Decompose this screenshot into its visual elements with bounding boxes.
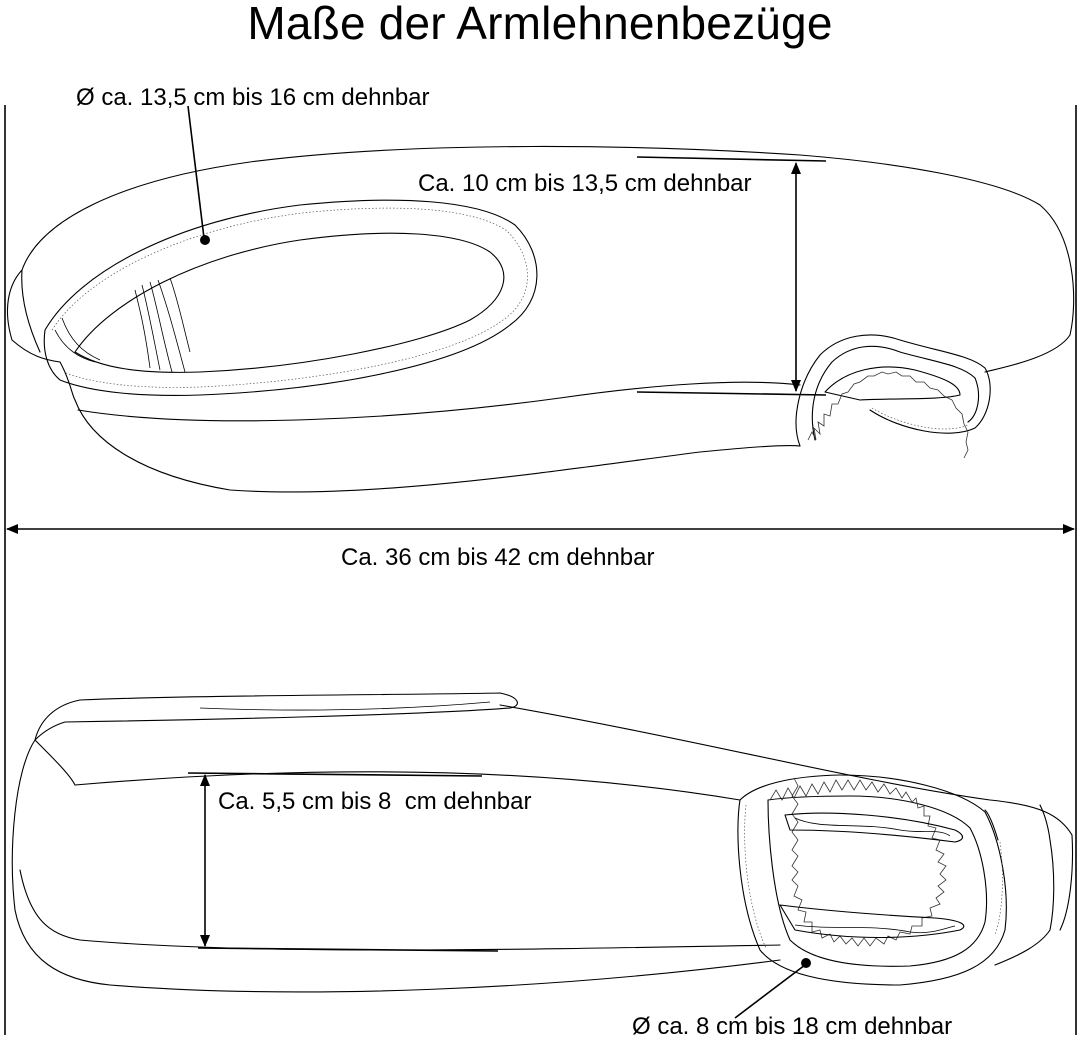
label-diameter-top: Ø ca. 13,5 cm bis 16 cm dehnbar <box>76 84 430 111</box>
label-length: Ca. 36 cm bis 42 cm dehnbar <box>341 544 655 571</box>
label-height-bottom: Ca. 5,5 cm bis 8 cm dehnbar <box>218 788 532 815</box>
label-height-top: Ca. 10 cm bis 13,5 cm dehnbar <box>418 170 752 197</box>
bottom-armrest-cover <box>11 692 1074 993</box>
bottom-height-line-lower <box>197 947 499 952</box>
page-title: Maße der Armlehnenbezüge <box>247 0 833 49</box>
top-height-line-upper <box>636 156 827 162</box>
bottom-height-line-upper <box>187 772 483 777</box>
top-diameter-dot <box>200 235 210 245</box>
top-diameter-leader <box>187 105 205 239</box>
label-diameter-bottom: Ø ca. 8 cm bis 18 cm dehnbar <box>632 1013 953 1040</box>
bottom-diameter-leader <box>734 964 806 1019</box>
top-armrest-cover <box>6 145 1075 493</box>
bottom-diameter-dot <box>801 958 811 968</box>
top-height-line-lower <box>636 391 827 396</box>
